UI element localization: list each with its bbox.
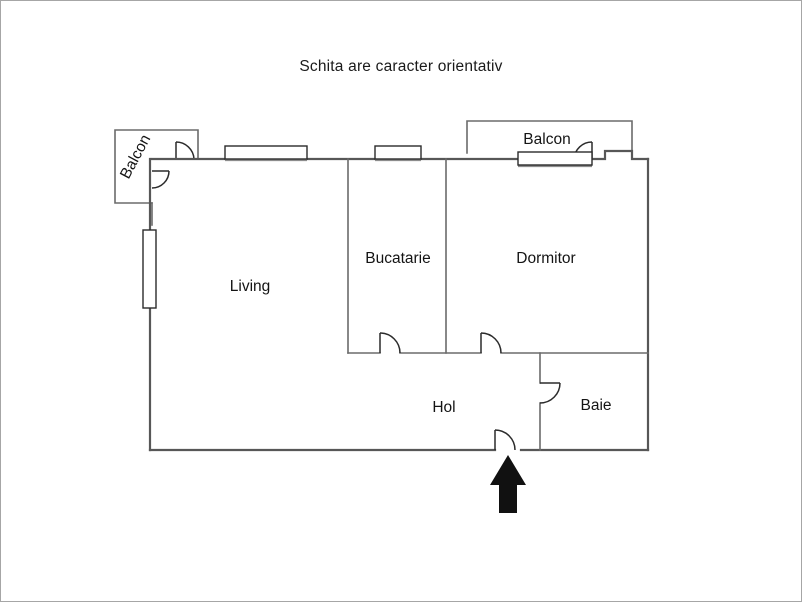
room-label-balcon-left: Balcon [117,132,154,182]
interior-doors [379,332,561,451]
entrance-arrow [490,455,526,513]
room-label-dormitor: Dormitor [516,250,575,267]
interior-partitions [347,158,649,451]
door-balcon-left-side [151,170,170,189]
wall-top [150,149,650,161]
window-bucatarie-top [374,145,422,162]
apartment-outline [148,149,650,452]
room-label-bucatarie: Bucatarie [365,250,430,267]
door-balcon-left-top [175,141,195,160]
door-bucatarie-hol [379,332,401,354]
window-balcon-right [517,151,593,168]
door-baie [539,382,561,404]
windows [142,145,593,309]
room-label-baie: Baie [580,397,611,414]
page-title: Schita are caracter orientativ [299,58,503,75]
room-label-balcon-right: Balcon [523,131,570,148]
balcony-right-group: Balcon [466,120,633,160]
door-entrance [494,429,516,451]
window-living-top [224,145,308,162]
balcony-right-walls [466,120,633,160]
room-label-living: Living [230,278,271,295]
door-dormitor-hol [480,332,502,354]
room-labels: Living Bucatarie Dormitor Hol Baie [230,250,612,416]
window-living-left [142,229,157,309]
balcony-left-group: Balcon [114,129,199,226]
room-label-hol: Hol [432,399,455,416]
balcony-left-walls [114,129,199,204]
